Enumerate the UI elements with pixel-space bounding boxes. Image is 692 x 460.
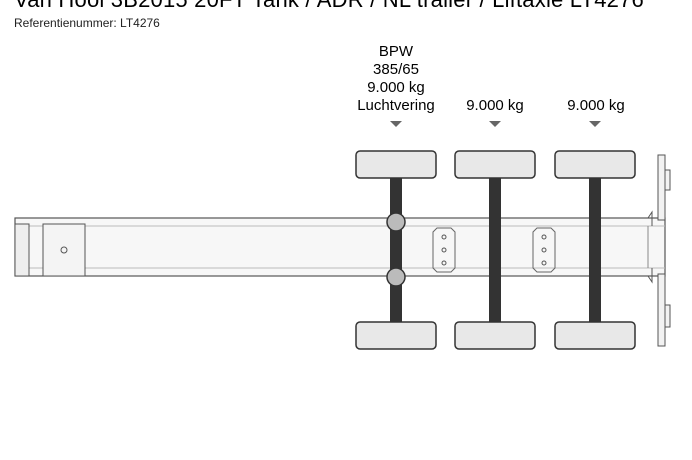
axle-1-arrow (390, 121, 402, 127)
lift-hub-icon (386, 212, 406, 232)
axle-1-tyre-left (355, 150, 437, 179)
page-title: Van Hool 3B2015 20FT Tank / ADR / NL tra… (14, 0, 644, 13)
lift-hub-icon (386, 267, 406, 287)
axle-2-tyre-right (454, 321, 536, 350)
axle-2 (454, 150, 536, 350)
axle-3-arrow (589, 121, 601, 127)
axle-1-tyre: 385/65 (373, 61, 419, 78)
axle-3-label: 9.000 kg (536, 97, 656, 115)
axle-2-load: 9.000 kg (466, 97, 524, 114)
chassis-frame (14, 154, 671, 347)
axle-2-arrow (489, 121, 501, 127)
axle-1-label: BPW 385/65 9.000 kg Luchtvering (336, 43, 456, 115)
axle-3-tyre-right (554, 321, 636, 350)
bolt-icon (60, 246, 68, 254)
axle-1-tyre-right (355, 321, 437, 350)
axle-1-load: 9.000 kg (367, 79, 425, 96)
axle-3 (554, 150, 636, 350)
axle-2-label: 9.000 kg (435, 97, 555, 115)
reference-number: Referentienummer: LT4276 (14, 16, 160, 30)
axle-3-tyre-left (554, 150, 636, 179)
axle-2-tyre-left (454, 150, 536, 179)
axle-3-load: 9.000 kg (567, 97, 625, 114)
axle-1-suspension: Luchtvering (357, 97, 435, 114)
axle-1 (355, 150, 437, 350)
axle-1-brand: BPW (378, 43, 414, 60)
